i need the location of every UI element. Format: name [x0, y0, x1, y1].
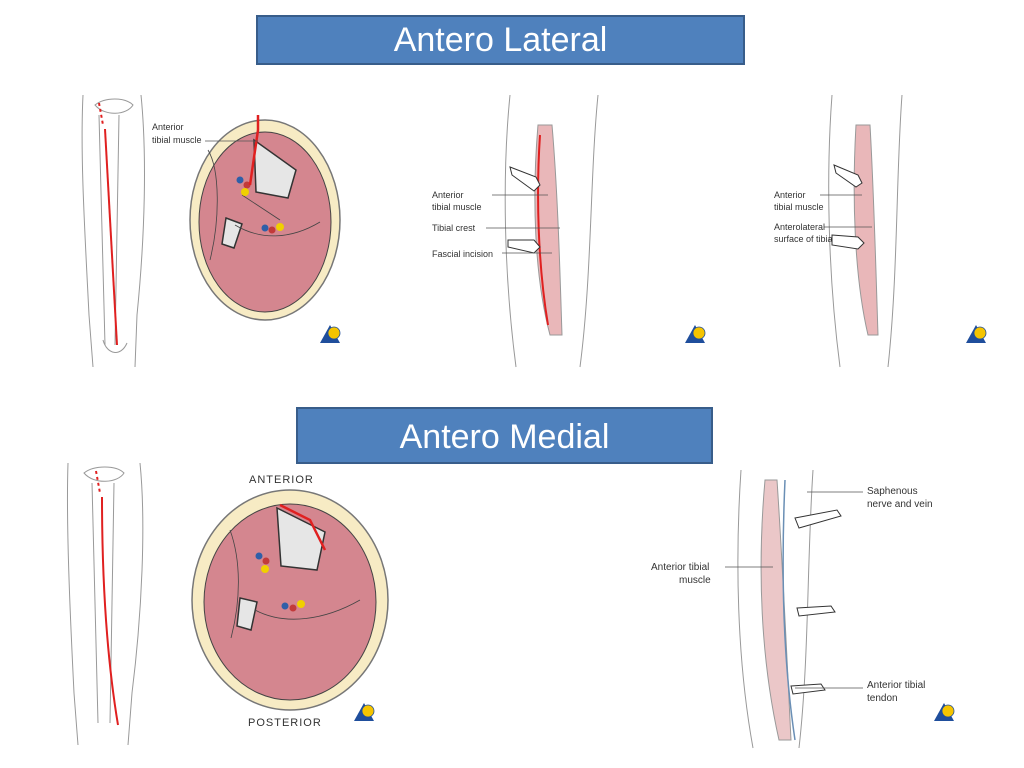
label-anterior-tibial-muscle-4: Anterior tibial	[651, 562, 709, 573]
ao-logo-icon	[685, 325, 706, 343]
label-anterior-tibial-muscle-1b: tibial muscle	[152, 135, 202, 145]
label-anterior-tibial-muscle-1: Anterior	[152, 122, 184, 132]
label-fascial-incision: Fascial incision	[432, 249, 493, 259]
antero-lateral-title: Antero Lateral	[256, 15, 745, 65]
medial-incision-line	[101, 496, 119, 726]
label-anterior-tibial-tendon: Anterior tibial	[867, 680, 925, 691]
medial-section-incision	[279, 503, 327, 551]
lateral-cross-section: Anterior tibial muscle	[152, 115, 341, 321]
label-anterior-tibial-muscle-2b: tibial muscle	[432, 202, 482, 212]
label-anterior-tibial-tendon-b: tendon	[867, 693, 898, 704]
ao-logo-icon	[320, 325, 341, 343]
label-anterior-tibial-muscle-3b: tibial muscle	[774, 202, 824, 212]
medial-surgical-view: Saphenous nerve and vein Anterior tibial…	[651, 469, 933, 749]
label-anterior-tibial-muscle-3: Anterior	[774, 190, 806, 200]
lateral-tibia-view: Anterior tibial muscle Anterolateral sur…	[774, 94, 903, 368]
label-posterior: POSTERIOR	[248, 717, 322, 729]
lateral-section-incision	[248, 115, 260, 186]
lateral-incision-line	[104, 128, 118, 346]
medial-cross-section: ANTERIOR POSTERIOR	[191, 474, 389, 729]
label-anterior: ANTERIOR	[249, 474, 314, 486]
fascial-incision-line	[537, 134, 549, 326]
lateral-surgical-view: Anterior tibial muscle Tibial crest Fasc…	[432, 94, 599, 368]
label-anterior-tibial-muscle-2: Anterior	[432, 190, 464, 200]
ao-logo-icon	[354, 703, 375, 721]
antero-medial-title: Antero Medial	[296, 407, 713, 464]
label-anterolateral-surface: Anterolateral	[774, 222, 825, 232]
ao-logo-icon	[934, 703, 955, 721]
lateral-leg-outline	[81, 94, 145, 368]
label-anterior-tibial-muscle-4b: muscle	[679, 575, 711, 586]
label-saphenous: Saphenous	[867, 486, 918, 497]
label-tibial-crest: Tibial crest	[432, 223, 476, 233]
label-saphenous-b: nerve and vein	[867, 499, 933, 510]
label-anterolateral-surface-b: surface of tibia	[774, 234, 833, 244]
medial-leg-outline	[66, 462, 144, 746]
ao-logo-icon	[966, 325, 987, 343]
